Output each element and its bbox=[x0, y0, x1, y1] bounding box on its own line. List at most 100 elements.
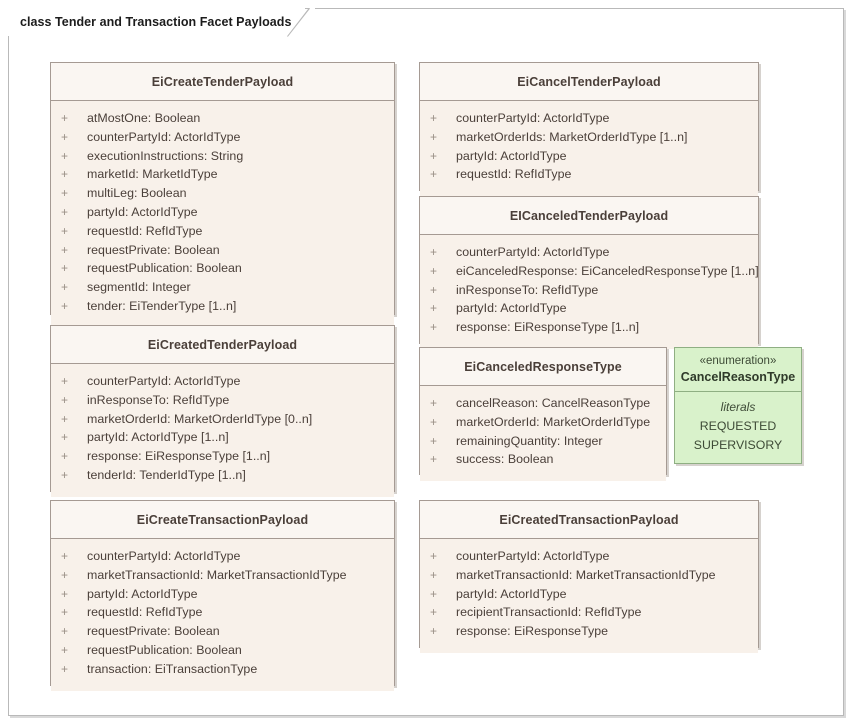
uml-attribute-row[interactable]: +segmentId: Integer bbox=[51, 280, 394, 299]
uml-class-header: EiCancelTenderPayload bbox=[420, 63, 758, 101]
visibility-public-icon: + bbox=[430, 263, 438, 278]
uml-class-EiCreatedTransactionPayload[interactable]: EiCreatedTransactionPayload+counterParty… bbox=[419, 500, 759, 653]
uml-attribute-label: requestPublication: Boolean bbox=[87, 642, 242, 657]
visibility-public-icon: + bbox=[61, 111, 69, 125]
uml-class-EiCreatedTenderPayload[interactable]: EiCreatedTenderPayload +counterPartyId: A… bbox=[50, 325, 395, 497]
uml-attribute-label: inResponseTo: RefIdType bbox=[87, 392, 230, 407]
uml-attribute-compartment: +counterPartyId: ActorIdType+inResponseT… bbox=[51, 364, 394, 497]
uml-attribute-row[interactable]: + transaction: EiTransactionType bbox=[51, 662, 394, 681]
uml-class-name: EiCreatedTenderPayload bbox=[147, 337, 298, 352]
uml-attribute-row[interactable]: +eiCanceledResponse: EiCanceledResponseT… bbox=[420, 263, 759, 283]
uml-attribute-row[interactable]: + executionInstructions: String bbox=[51, 149, 394, 168]
uml-attribute-row[interactable]: + inResponseTo: RefIdType bbox=[420, 283, 758, 302]
uml-attribute-row[interactable]: + counterPartyId: ActorIdType bbox=[51, 549, 394, 568]
visibility-public-icon: + bbox=[61, 549, 69, 563]
uml-class-EiCreateTransactionPayload[interactable]: EiCreateTransactionPayload + counterPartyI… bbox=[50, 500, 395, 691]
visibility-public-icon: + bbox=[61, 605, 69, 620]
uml-attribute-label: counterPartyId: ActorIdType bbox=[87, 374, 241, 388]
uml-attribute-row[interactable]: +atMostOne: Boolean bbox=[51, 111, 394, 130]
uml-class-EiCreateTenderPayload[interactable]: EiCreateTenderPayload +atMostOne: Boolean… bbox=[50, 62, 395, 328]
uml-attribute-row[interactable]: +partyId: ActorIdType bbox=[420, 587, 758, 606]
uml-attribute-label: marketTransactionId: MarketTransactionId… bbox=[87, 567, 347, 582]
uml-attribute-label: tenderId: TenderIdType [1..n] bbox=[87, 467, 246, 482]
uml-attribute-row[interactable]: +cancelReason: CancelReasonType bbox=[420, 396, 666, 415]
uml-attribute-row[interactable]: +marketTransactionId: MarketTransactionI… bbox=[420, 568, 758, 587]
uml-attribute-label: success: Boolean bbox=[456, 452, 554, 467]
visibility-public-icon: + bbox=[61, 661, 69, 676]
visibility-public-icon: + bbox=[430, 167, 438, 182]
uml-attribute-row[interactable]: +counterPartyId: ActorIdType bbox=[420, 549, 758, 568]
uml-attribute-row[interactable]: +remainingQuantity: Integer bbox=[420, 434, 666, 453]
uml-attribute-label: segmentId: Integer bbox=[87, 280, 191, 295]
visibility-public-icon: + bbox=[61, 242, 69, 257]
uml-attribute-row[interactable]: + requestId: RefIdType bbox=[420, 167, 758, 186]
uml-attribute-label: response: EiResponseType [1..n] bbox=[456, 320, 640, 335]
uml-attribute-row[interactable]: +response: EiResponseType bbox=[420, 624, 758, 643]
uml-attribute-row[interactable]: +tenderId: TenderIdType [1..n] bbox=[51, 468, 394, 487]
uml-attribute-label: partyId: ActorIdType bbox=[456, 301, 567, 316]
uml-attribute-row[interactable]: + requestPublication: Boolean bbox=[51, 261, 394, 280]
visibility-public-icon: + bbox=[61, 129, 69, 144]
uml-attribute-row[interactable]: +response: EiResponseType [1..n] bbox=[51, 449, 394, 468]
uml-attribute-row[interactable]: + requestPrivate: Boolean bbox=[51, 624, 394, 643]
uml-attribute-row[interactable]: +partyId: ActorIdType bbox=[51, 587, 394, 606]
uml-attribute-row[interactable]: +partyId: ActorIdType [1..n] bbox=[51, 430, 394, 449]
uml-literal-item[interactable]: SUPERVISORY bbox=[693, 438, 783, 452]
uml-class-name: EiCancelTenderPayload bbox=[517, 74, 661, 89]
uml-class-header: EiCreateTransactionPayload bbox=[51, 501, 394, 539]
uml-attribute-row[interactable]: +requestPrivate: Boolean bbox=[51, 243, 394, 262]
uml-attribute-row[interactable]: +inResponseTo: RefIdType bbox=[51, 393, 394, 412]
visibility-public-icon: + bbox=[61, 148, 69, 163]
uml-attribute-label: counterPartyId: ActorIdType bbox=[456, 549, 610, 563]
uml-attribute-row[interactable]: +partyId: ActorIdType bbox=[420, 301, 758, 320]
uml-attribute-row[interactable]: +response: EiResponseType [1..n] bbox=[420, 320, 758, 339]
visibility-public-icon: + bbox=[61, 624, 69, 639]
uml-attribute-label: executionInstructions: String bbox=[87, 148, 244, 163]
uml-attribute-label: requestPrivate: Boolean bbox=[87, 624, 220, 639]
frame-shadow-bottom bbox=[10, 716, 846, 718]
uml-attribute-label: response: EiResponseType [1..n] bbox=[87, 449, 271, 464]
uml-attribute-row[interactable]: + success: Boolean bbox=[420, 452, 666, 471]
uml-attribute-compartment: +counterPartyId: ActorIdType+marketTrans… bbox=[51, 539, 394, 691]
uml-attribute-row[interactable]: +marketId: MarketIdType bbox=[51, 167, 394, 186]
uml-attribute-row[interactable]: +partyId: ActorIdType bbox=[420, 149, 758, 168]
uml-attribute-row[interactable]: +marketOrderIds: MarketOrderIdType [1..n… bbox=[420, 130, 758, 149]
uml-attribute-row[interactable]: +multiLeg: Boolean bbox=[51, 186, 394, 205]
uml-attribute-row[interactable]: +counterPartyId: ActorIdType bbox=[51, 374, 394, 393]
uml-literals-heading: literals bbox=[720, 400, 756, 414]
uml-attribute-label: requestId: RefIdType bbox=[456, 167, 572, 182]
uml-attribute-label: counterPartyId: ActorIdType bbox=[87, 549, 241, 563]
uml-attribute-row[interactable]: +counterPartyId: ActorIdType bbox=[51, 130, 394, 149]
uml-class-EiCancelTenderPayload[interactable]: EiCancelTenderPayload +counterPartyId: Ac… bbox=[419, 62, 759, 197]
uml-attribute-row[interactable]: +marketTransactionId: MarketTransactionI… bbox=[51, 568, 394, 587]
uml-enumeration-name: CancelReasonType bbox=[680, 369, 796, 384]
uml-attribute-row[interactable]: +marketOrderId: MarketOrderIdType [0..n] bbox=[51, 412, 394, 431]
uml-attribute-row[interactable]: +tender: EiTenderType [1..n] bbox=[51, 299, 394, 318]
uml-attribute-row[interactable]: +marketOrderId: MarketOrderIdType bbox=[420, 415, 666, 434]
uml-attribute-label: transaction: EiTransactionType bbox=[87, 661, 258, 676]
visibility-public-icon: + bbox=[61, 261, 69, 276]
uml-attribute-compartment: +counterPartyId: ActorIdType+marketTrans… bbox=[420, 539, 758, 653]
uml-literal-item[interactable]: REQUESTED bbox=[699, 419, 777, 433]
uml-attribute-label: inResponseTo: RefIdType bbox=[456, 282, 599, 297]
uml-attribute-row[interactable]: +counterPartyId: ActorIdType bbox=[420, 245, 758, 264]
uml-attribute-label: requestPublication: Boolean bbox=[87, 261, 242, 276]
visibility-public-icon: + bbox=[430, 452, 438, 467]
uml-class-EICanceledTenderPayload[interactable]: EICanceledTenderPayload+counterPartyId: … bbox=[419, 196, 759, 349]
uml-class-name: EiCreateTenderPayload bbox=[151, 74, 294, 89]
visibility-public-icon: + bbox=[430, 282, 438, 297]
uml-attribute-row[interactable]: +partyId: ActorIdType bbox=[51, 205, 394, 224]
uml-attribute-label: marketId: MarketIdType bbox=[87, 167, 218, 182]
uml-class-EiCanceledResponseType[interactable]: EiCanceledResponseType+cancelReason: Can… bbox=[419, 347, 667, 482]
uml-enumeration-header: «enumeration»CancelReasonType bbox=[675, 348, 801, 392]
diagram-title-tab[interactable]: class Tender and Transaction Facet Paylo… bbox=[8, 8, 306, 36]
uml-attribute-row[interactable]: +requestId: RefIdType bbox=[51, 224, 394, 243]
uml-attribute-label: partyId: ActorIdType bbox=[87, 204, 198, 219]
uml-attribute-row[interactable]: +requestId: RefIdType bbox=[51, 605, 394, 624]
uml-attribute-row[interactable]: +requestPublication: Boolean bbox=[51, 643, 394, 662]
visibility-public-icon: + bbox=[430, 245, 438, 259]
uml-attribute-row[interactable]: +recipientTransactionId: RefIdType bbox=[420, 605, 758, 624]
uml-attribute-row[interactable]: +counterPartyId: ActorIdType bbox=[420, 111, 758, 130]
